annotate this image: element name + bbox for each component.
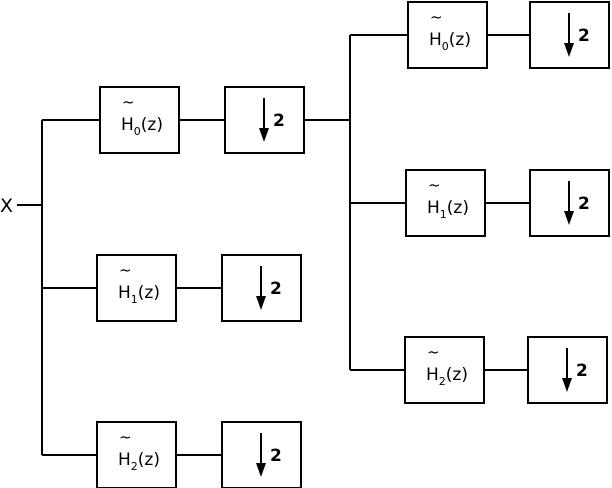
tilde-mark: ~ xyxy=(428,176,441,194)
filter-subscript: 1 xyxy=(440,208,447,221)
downsample-factor: 2 xyxy=(576,361,588,381)
filter-block xyxy=(405,169,486,237)
tilde-mark: ~ xyxy=(119,428,132,446)
filter-argument: (z) xyxy=(447,198,469,218)
arrowhead-icon xyxy=(259,128,269,142)
downsample-factor: 2 xyxy=(578,26,590,46)
downsample-factor: 2 xyxy=(578,194,590,214)
downsample-factor: 2 xyxy=(270,446,282,466)
filter-label: H0(z) xyxy=(121,115,163,138)
stage2-branch-1: ~ H1(z) 2 xyxy=(350,169,610,237)
filter-label: H0(z) xyxy=(429,30,471,53)
tilde-mark: ~ xyxy=(430,8,443,26)
arrowhead-icon xyxy=(564,211,574,225)
filter-subscript: 2 xyxy=(131,460,138,473)
downsample-factor: 2 xyxy=(270,279,282,299)
filter-block xyxy=(404,336,485,404)
filter-subscript: 0 xyxy=(442,40,449,53)
filter-subscript: 0 xyxy=(134,125,141,138)
tilde-mark: ~ xyxy=(427,343,440,361)
filter-block xyxy=(99,86,180,154)
filter-base: H xyxy=(426,365,439,385)
filter-base: H xyxy=(429,30,442,50)
input-label: X xyxy=(0,195,13,217)
filter-base: H xyxy=(121,115,134,135)
filter-block xyxy=(407,1,488,69)
downsample-factor: 2 xyxy=(273,111,285,131)
filter-label: H2(z) xyxy=(118,450,160,473)
filter-base: H xyxy=(118,450,131,470)
filter-block xyxy=(96,254,177,322)
filter-label: H2(z) xyxy=(426,365,468,388)
tilde-mark: ~ xyxy=(119,261,132,279)
filter-label: H1(z) xyxy=(118,283,160,306)
filter-label: H1(z) xyxy=(427,198,469,221)
arrowhead-icon xyxy=(256,463,266,477)
filter-argument: (z) xyxy=(446,365,468,385)
downsample-block xyxy=(224,86,305,154)
arrowhead-icon xyxy=(562,378,572,392)
filter-subscript: 2 xyxy=(439,375,446,388)
stage2-branch-2: ~H2(z)2 xyxy=(350,336,608,404)
stage1-branch-0: ~ H0(z) 2 xyxy=(42,86,305,154)
filter-subscript: 1 xyxy=(131,293,138,306)
arrowhead-icon xyxy=(564,43,574,57)
stage1-branch-2: ~H2(z)2 xyxy=(42,421,302,488)
filter-argument: (z) xyxy=(141,115,163,135)
filter-argument: (z) xyxy=(449,30,471,50)
stage1-branch-1: ~ H1(z) 2 xyxy=(42,254,302,322)
tilde-mark: ~ xyxy=(122,93,135,111)
filter-argument: (z) xyxy=(138,283,160,303)
filter-base: H xyxy=(427,198,440,218)
filter-argument: (z) xyxy=(138,450,160,470)
arrowhead-icon xyxy=(256,296,266,310)
stage2-branch-0: ~ H0(z) 2 xyxy=(350,1,610,69)
filter-block xyxy=(96,421,177,488)
filter-base: H xyxy=(118,283,131,303)
